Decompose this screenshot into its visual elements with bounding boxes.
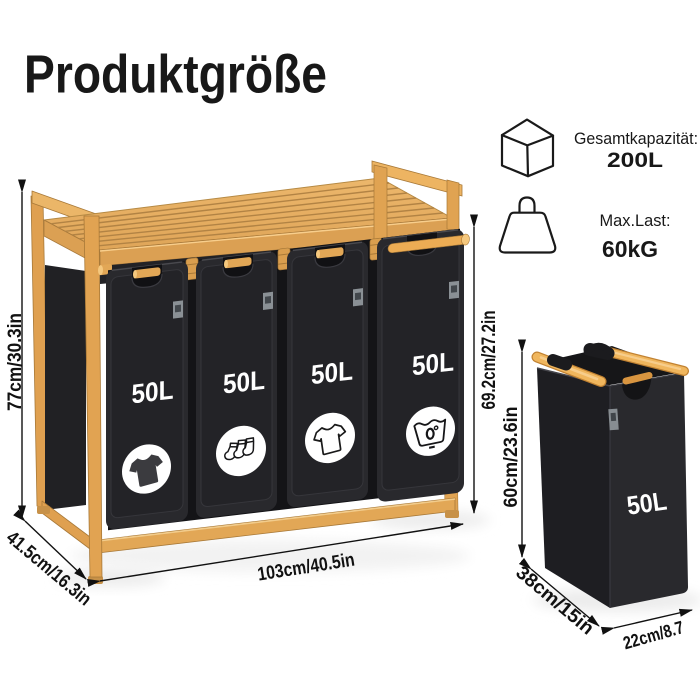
svg-text:50L: 50L: [223, 364, 265, 400]
svg-text:Produktgröße: Produktgröße: [24, 45, 327, 105]
svg-text:200L: 200L: [607, 148, 663, 172]
svg-text:50L: 50L: [412, 346, 454, 382]
svg-text:Max.Last:: Max.Last:: [600, 211, 671, 230]
svg-text:50L: 50L: [311, 354, 353, 390]
svg-text:69.2cm/27.2in: 69.2cm/27.2in: [479, 311, 500, 410]
svg-text:50L: 50L: [132, 374, 174, 410]
svg-text:60cm/23.6in: 60cm/23.6in: [501, 407, 522, 508]
svg-text:50L: 50L: [625, 485, 669, 520]
svg-text:22cm/8.7: 22cm/8.7: [621, 617, 686, 653]
svg-text:77cm/30.3in: 77cm/30.3in: [5, 313, 26, 411]
svg-text:Gesamtkapazität:: Gesamtkapazität:: [574, 129, 698, 148]
svg-text:60kG: 60kG: [602, 236, 658, 262]
